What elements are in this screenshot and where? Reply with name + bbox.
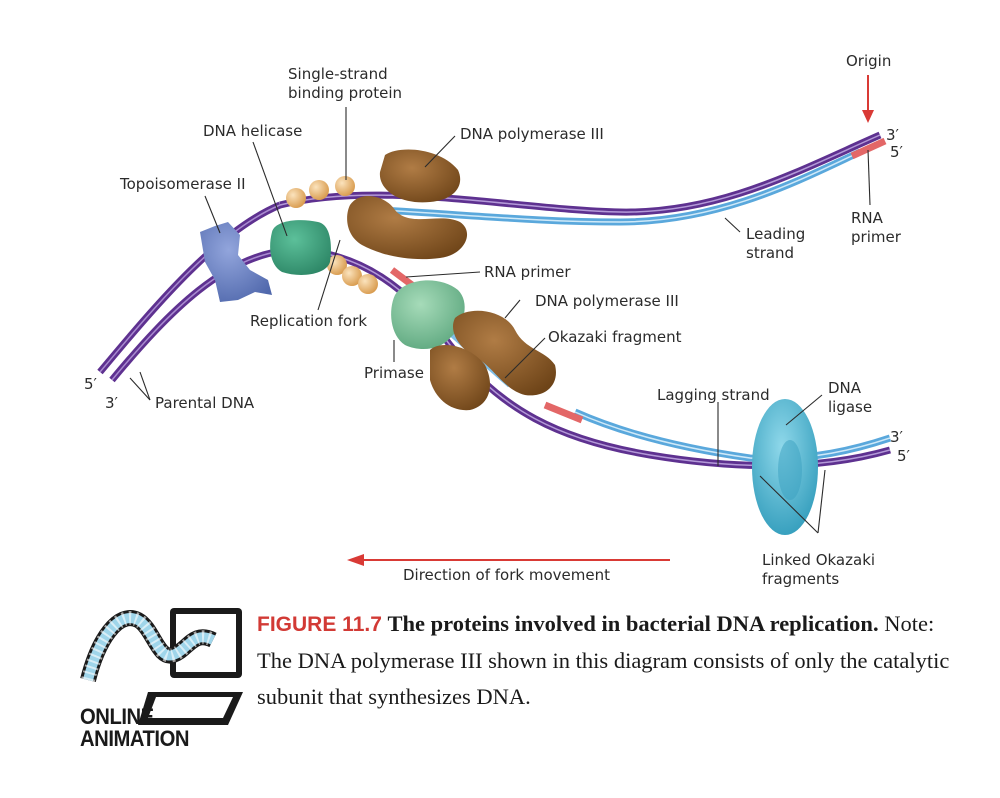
label-dna-polymerase-top: DNA polymerase III	[460, 125, 604, 143]
figure-caption: FIGURE 11.7 The proteins involved in bac…	[257, 606, 957, 715]
label-rna-primer-right-line1: RNA	[851, 209, 884, 227]
label-leading-line2: strand	[746, 244, 794, 262]
rna-primer-top	[389, 267, 415, 288]
logo-line2: ANIMATION	[80, 726, 190, 751]
figure-body: Note: The DNA polymerase III shown in th…	[257, 611, 950, 709]
label-three-prime-bottom-right: 3′	[890, 428, 904, 446]
topoisomerase-ii	[200, 222, 272, 302]
origin-arrowhead	[862, 110, 874, 123]
single-strand-binding-proteins	[286, 176, 378, 294]
leader-lines	[129, 107, 871, 534]
label-five-prime-top-right: 5′	[890, 143, 904, 161]
label-three-prime-top-right: 3′	[886, 126, 900, 144]
rna-primer-lagging	[543, 401, 584, 424]
label-ssb-line1: Single-strand	[288, 65, 388, 83]
primase	[391, 280, 465, 350]
figure-number: FIGURE 11.7	[257, 613, 382, 636]
label-okazaki-fragment: Okazaki fragment	[548, 328, 682, 346]
dna-polymerase-iii-leading-bottom	[347, 195, 468, 260]
label-ssb-line2: binding protein	[288, 84, 402, 102]
label-five-prime-bottom-right: 5′	[897, 447, 911, 465]
dna-polymerase-iii-lagging-top	[452, 310, 556, 396]
fork-direction-arrowhead	[347, 554, 364, 566]
label-primase: Primase	[364, 364, 424, 382]
label-dna-polymerase-mid: DNA polymerase III	[535, 292, 679, 310]
online-animation-logo-icon	[80, 608, 243, 725]
label-linked-okazaki-line1: Linked Okazaki	[762, 551, 875, 569]
label-ligase-line1: DNA	[828, 379, 862, 397]
dna-replication-diagram: Origin Single-strand binding protein DNA…	[84, 52, 911, 588]
label-replication-fork: Replication fork	[250, 312, 367, 330]
dna-polymerase-iii-lagging-bottom	[430, 345, 490, 411]
label-parental-dna: Parental DNA	[155, 394, 255, 412]
label-rna-primer-mid: RNA primer	[484, 263, 571, 281]
label-linked-okazaki-line2: fragments	[762, 570, 839, 588]
label-ligase-line2: ligase	[828, 398, 872, 416]
dna-helicase	[270, 220, 331, 275]
label-topoisomerase: Topoisomerase II	[119, 175, 246, 193]
logo-line1: ONLINE	[80, 704, 154, 729]
label-five-prime-left: 5′	[84, 375, 98, 393]
label-lagging-strand: Lagging strand	[657, 386, 770, 404]
dna-polymerase-iii-leading-top	[379, 149, 461, 203]
label-origin: Origin	[846, 52, 891, 70]
logo-text: ONLINE ANIMATION	[80, 704, 190, 751]
parental-dna-strands	[97, 201, 291, 383]
label-leading-line1: Leading	[746, 225, 805, 243]
label-fork-direction: Direction of fork movement	[403, 566, 610, 584]
label-three-prime-left: 3′	[105, 394, 119, 412]
figure-title: The proteins involved in bacterial DNA r…	[387, 611, 879, 636]
label-dna-helicase: DNA helicase	[203, 122, 302, 140]
label-rna-primer-right-line2: primer	[851, 228, 902, 246]
rna-primer-leading	[850, 137, 887, 160]
